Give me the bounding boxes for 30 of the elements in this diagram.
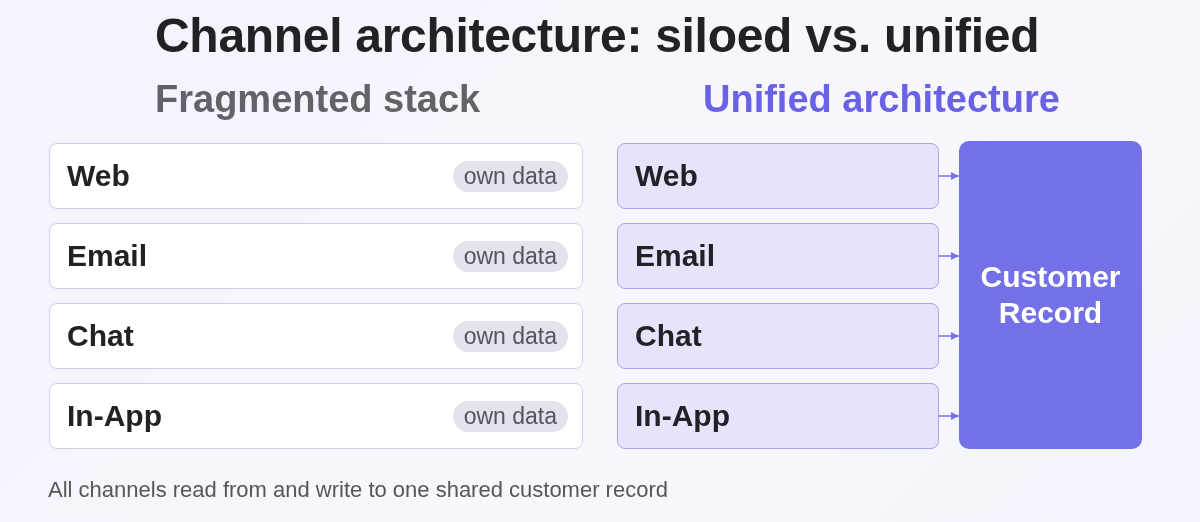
node-label: Web: [67, 158, 130, 194]
data-tag: own data: [452, 400, 568, 432]
node-label: Web: [635, 158, 698, 194]
channel-box: [617, 303, 939, 369]
column-heading: Unified architecture: [703, 77, 1060, 121]
channel-box: [617, 223, 939, 289]
channel-box: [617, 383, 939, 449]
node-label: In-App: [67, 398, 162, 434]
data-tag: own data: [452, 320, 568, 352]
node-label: Chat: [635, 318, 702, 354]
channel-box: [49, 303, 583, 369]
node-label: In-App: [635, 398, 730, 434]
channel-box: [49, 383, 583, 449]
channel-box: [49, 223, 583, 289]
record-box: [959, 141, 1142, 449]
node-label: Chat: [67, 318, 134, 354]
diagram-title: Channel architecture: siloed vs. unified: [155, 8, 1040, 64]
caption: All channels read from and write to one shared customer record: [48, 476, 668, 504]
data-tag: own data: [452, 160, 568, 192]
channel-box: [617, 143, 939, 209]
arrow: [938, 252, 960, 260]
column-heading: Fragmented stack: [155, 77, 481, 121]
channel-box: [49, 143, 583, 209]
node-label: Customer Record: [979, 259, 1122, 331]
arrow: [938, 172, 960, 180]
node-label: Email: [67, 238, 148, 274]
arrow: [938, 332, 960, 340]
arrow: [938, 412, 960, 420]
data-tag: own data: [452, 240, 568, 272]
node-label: Email: [635, 238, 716, 274]
